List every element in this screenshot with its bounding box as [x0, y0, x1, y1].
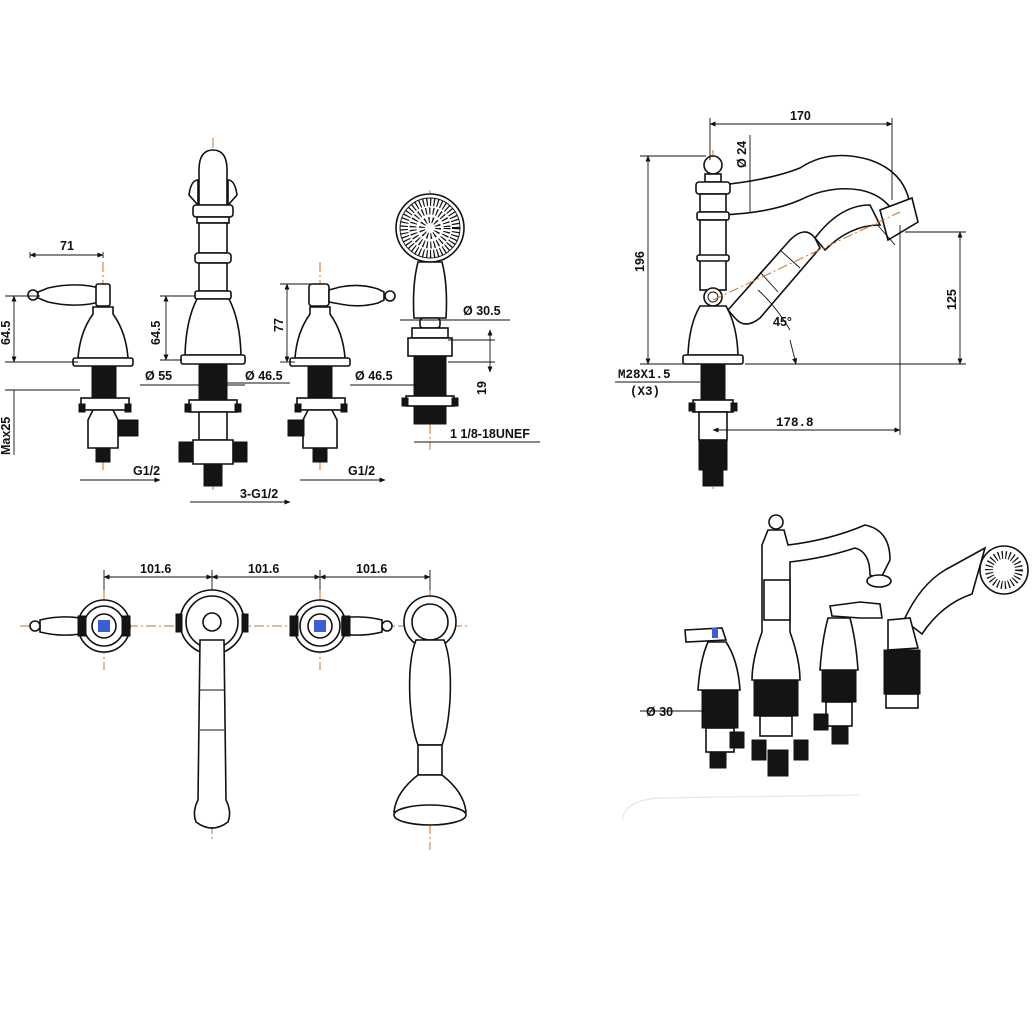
side-elevation-view: 170 Ø 24 196 125 45° M28X1.5 (X3) 178.8 [615, 109, 966, 490]
dim-spacing-2: 101.6 [248, 562, 279, 576]
front-view-dimensions: 71 64.5 Max25 G1/2 64.5 Ø 55 Ø 46.5 3-G1… [0, 239, 540, 505]
front-elevation-view: 71 64.5 Max25 G1/2 64.5 Ø 55 Ø 46.5 3-G1… [0, 138, 540, 505]
dim-handle-height: 77 [272, 318, 286, 332]
dim-spacing-1: 101.6 [140, 562, 171, 576]
dim-stud-thread: M28X1.5 [618, 368, 671, 382]
right-lever-valve [287, 262, 396, 470]
isometric-view: Ø 30 [621, 514, 1029, 821]
center-spout [178, 138, 248, 490]
left-lever-valve [27, 262, 139, 470]
dim-spout-body-dia: Ø 46.5 [245, 369, 283, 383]
dim-shower-gap: 19 [475, 381, 489, 395]
dim-ball-dia: Ø 24 [735, 141, 749, 168]
dim-deck-hole-dia: Ø 30 [646, 705, 673, 719]
dim-shower-thread: 1 1/8-18UNEF [450, 427, 530, 441]
dim-spout-total-height: 196 [633, 251, 647, 272]
dim-lever-width: 71 [60, 239, 74, 253]
dim-spacing-3: 101.6 [356, 562, 387, 576]
dim-thread-right: G1/2 [348, 464, 375, 478]
dim-spout-base-dia: Ø 55 [145, 369, 172, 383]
dim-inlet-thread: 3-G1/2 [240, 487, 278, 501]
dim-angle: 45° [773, 315, 792, 329]
dim-thread-left: G1/2 [133, 464, 160, 478]
dim-outlet-height: 125 [945, 289, 959, 310]
dim-handle-body-dia: Ø 46.5 [355, 369, 393, 383]
dim-shower-holder-dia: Ø 30.5 [463, 304, 501, 318]
dim-max-thickness: Max25 [0, 417, 13, 455]
dim-lever-height: 64.5 [0, 321, 13, 345]
dim-stud-qty: (X3) [630, 385, 660, 399]
hand-shower [395, 190, 465, 450]
dim-spout-reach: 170 [790, 109, 811, 123]
dim-spout-height: 64.5 [149, 321, 163, 345]
dim-overall-reach: 178.8 [776, 416, 814, 430]
top-plan-view: 101.6 101.6 101.6 [20, 562, 470, 850]
